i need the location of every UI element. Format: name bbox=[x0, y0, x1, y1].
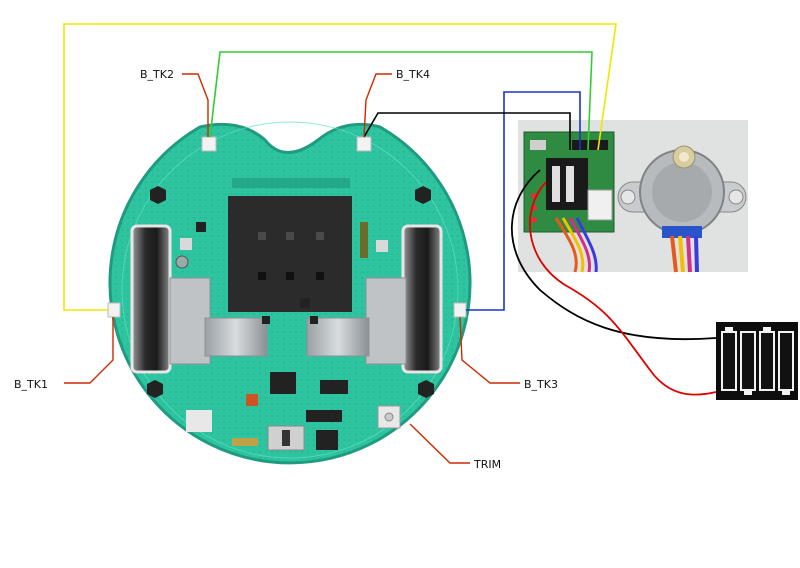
main-chip bbox=[228, 196, 352, 312]
pad-b-tk4 bbox=[356, 136, 372, 152]
label-b-tk2: B_TK2 bbox=[140, 68, 174, 81]
label-trim: TRIM bbox=[473, 458, 501, 471]
label-b-tk3: B_TK3 bbox=[524, 378, 558, 391]
left-wheel bbox=[130, 224, 172, 374]
robot-pcb bbox=[107, 121, 472, 465]
left-motor bbox=[169, 277, 211, 365]
battery-pack bbox=[716, 322, 798, 400]
right-wheel bbox=[401, 224, 443, 374]
wire-black-power bbox=[510, 169, 717, 341]
wire-blue bbox=[466, 91, 581, 311]
driver-photo bbox=[518, 120, 748, 273]
right-motor bbox=[365, 277, 407, 365]
label-b-tk4: B_TK4 bbox=[396, 68, 430, 81]
pad-b-tk1 bbox=[107, 302, 121, 318]
leader-lines bbox=[64, 73, 520, 464]
pad-b-tk2 bbox=[201, 136, 217, 152]
wire-yellow bbox=[63, 23, 617, 311]
stepper-motor bbox=[617, 145, 747, 273]
label-b-tk1: B_TK1 bbox=[14, 378, 48, 391]
wire-green bbox=[209, 51, 593, 151]
wire-black-signal bbox=[363, 112, 571, 150]
wires bbox=[63, 23, 717, 396]
wire-red-power bbox=[529, 181, 717, 396]
pad-b-tk3 bbox=[453, 302, 467, 318]
